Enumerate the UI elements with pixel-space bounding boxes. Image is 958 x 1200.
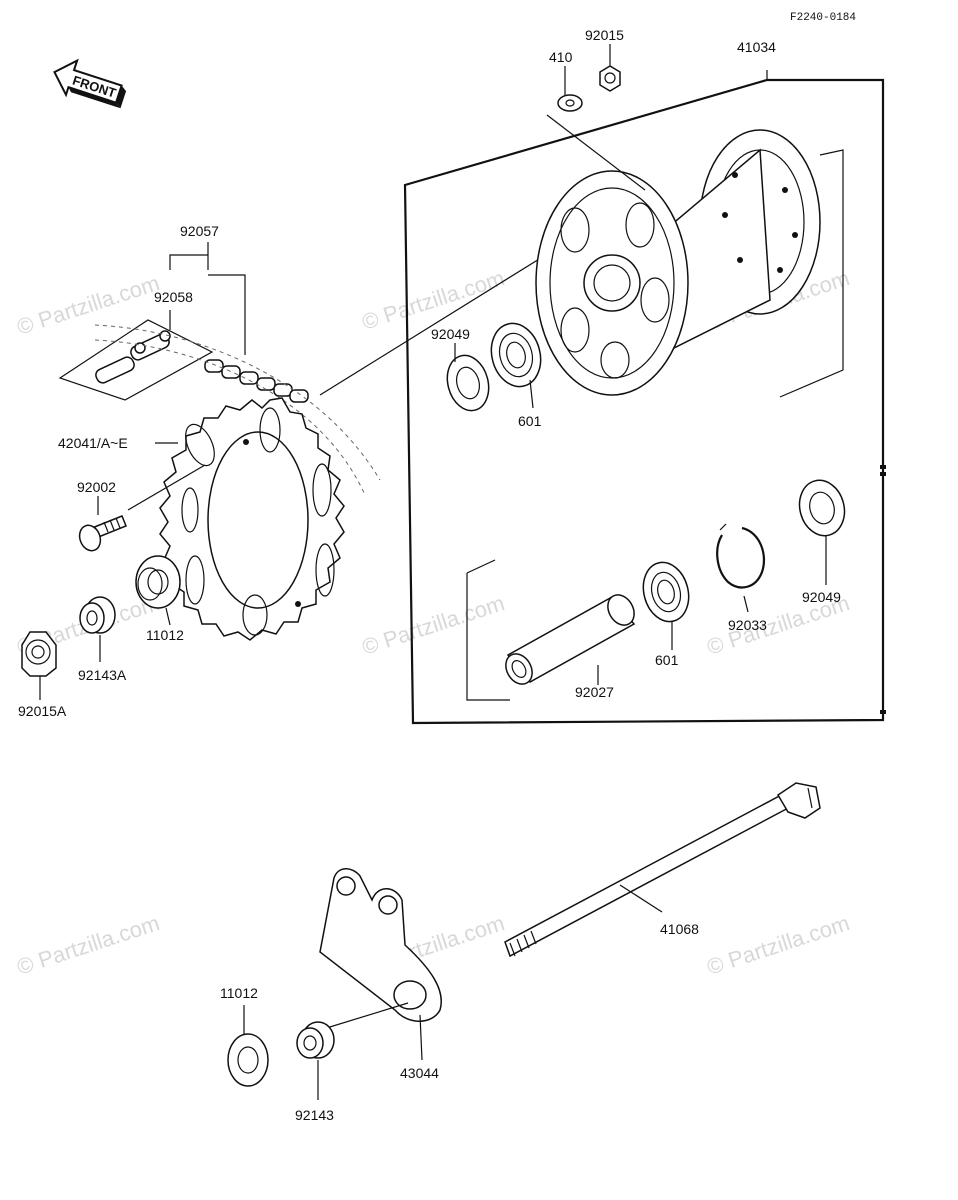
nut-92015[interactable] (599, 44, 621, 92)
bearing-601-top[interactable] (485, 318, 548, 409)
label-92033: 92033 (728, 617, 767, 633)
watermarks: © Partzilla.com © Partzilla.com © Partzi… (14, 265, 853, 980)
sprocket-42041[interactable] (159, 397, 345, 641)
label-92049-right: 92049 (802, 589, 841, 605)
watermark-7: © Partzilla.com (14, 910, 163, 980)
label-92002: 92002 (77, 479, 116, 495)
hub-41034[interactable] (535, 129, 821, 396)
label-92027: 92027 (575, 684, 614, 700)
label-601-top: 601 (518, 413, 542, 429)
label-41034: 41034 (737, 39, 776, 55)
chain-joint-92058[interactable] (58, 319, 214, 401)
label-92143A: 92143A (78, 667, 127, 683)
bearing-601-mid[interactable] (637, 557, 695, 650)
collar-92143[interactable] (296, 1021, 335, 1100)
label-41068: 41068 (660, 921, 699, 937)
label-11012-top: 11012 (146, 627, 184, 643)
front-arrow-icon: FRONT (53, 58, 127, 109)
label-11012-bottom: 11012 (220, 985, 258, 1001)
oil-seal-92049-top[interactable] (441, 343, 494, 415)
diagram-code: F2240-0184 (790, 12, 856, 24)
washer-410[interactable] (557, 66, 583, 112)
label-410: 410 (549, 49, 573, 65)
oil-seal-92049-right[interactable] (794, 475, 851, 585)
label-92049-top: 92049 (431, 326, 470, 342)
hub-assembly-box (403, 78, 885, 725)
label-92057: 92057 (180, 223, 219, 239)
label-92015A: 92015A (18, 703, 67, 719)
caliper-bracket-43044[interactable] (319, 868, 442, 1061)
watermark-9: © Partzilla.com (704, 910, 853, 980)
label-92058: 92058 (154, 289, 193, 305)
label-92015: 92015 (585, 27, 624, 43)
spacer-92027[interactable] (501, 590, 640, 689)
circlip-92033[interactable] (716, 523, 766, 613)
watermark-1: © Partzilla.com (14, 270, 163, 340)
collar-92143A[interactable] (79, 596, 116, 662)
label-601-mid: 601 (655, 652, 679, 668)
spacer-11012-top[interactable] (135, 555, 181, 626)
axle-41068[interactable] (504, 782, 821, 958)
spacer-11012-bottom[interactable] (227, 1005, 269, 1087)
label-42041: 42041/A~E (58, 435, 128, 451)
label-92143: 92143 (295, 1107, 334, 1123)
nut-92015A[interactable] (21, 631, 57, 700)
watermark-5: © Partzilla.com (359, 590, 508, 660)
drive-chain-92057[interactable] (94, 324, 381, 496)
bolt-92002[interactable] (76, 464, 206, 554)
label-43044: 43044 (400, 1065, 439, 1081)
